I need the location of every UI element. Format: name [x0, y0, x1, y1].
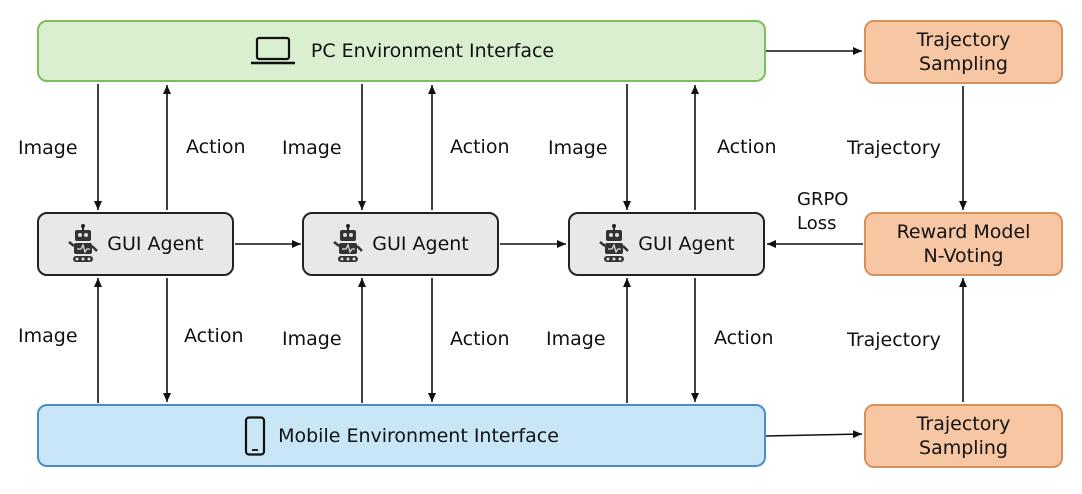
image-label: Image [282, 328, 342, 350]
trajectory-label: Trajectory [847, 329, 941, 351]
trajectory-sampling-bottom: Trajectory Sampling [864, 404, 1063, 468]
action-label: Action [450, 328, 510, 350]
action-label: Action [717, 136, 777, 158]
gui-agent-3: GUI Agent [568, 212, 765, 276]
gui-agent-label: GUI Agent [638, 233, 735, 255]
reward-model-box: Reward Model N-Voting [864, 212, 1063, 276]
gui-agent-2: GUI Agent [302, 212, 499, 276]
trajectory-sampling-line2: Sampling [919, 437, 1008, 459]
pc-interface-label: PC Environment Interface [310, 40, 555, 62]
mobile-environment-interface: Mobile Environment Interface [37, 404, 766, 467]
gui-agent-1: GUI Agent [37, 212, 234, 276]
trajectory-sampling-line1: Trajectory [916, 413, 1011, 435]
action-label: Action [186, 136, 246, 158]
laptop-icon [249, 35, 297, 67]
image-label: Image [546, 328, 606, 350]
robot-icon [332, 224, 364, 264]
gui-agent-label: GUI Agent [372, 233, 469, 255]
image-label: Image [282, 137, 342, 159]
mobile-interface-label: Mobile Environment Interface [278, 424, 559, 447]
reward-model-line1: Reward Model [896, 221, 1031, 243]
reward-model-line2: N-Voting [923, 245, 1004, 267]
gui-agent-label: GUI Agent [107, 233, 204, 255]
image-label: Image [18, 325, 78, 347]
trajectory-sampling-line1: Trajectory [916, 29, 1011, 51]
grpo-label: GRPO [797, 189, 849, 210]
pc-environment-interface: PC Environment Interface [37, 20, 766, 82]
trajectory-label: Trajectory [847, 137, 941, 159]
robot-icon [598, 224, 630, 264]
trajectory-sampling-line2: Sampling [919, 53, 1008, 75]
action-label: Action [450, 136, 510, 158]
action-label: Action [714, 327, 774, 349]
loss-label: Loss [797, 213, 837, 234]
image-label: Image [18, 137, 78, 159]
robot-icon [67, 224, 99, 264]
smartphone-icon [244, 415, 266, 456]
trajectory-sampling-top: Trajectory Sampling [864, 20, 1063, 84]
image-label: Image [548, 137, 608, 159]
action-label: Action [184, 325, 244, 347]
